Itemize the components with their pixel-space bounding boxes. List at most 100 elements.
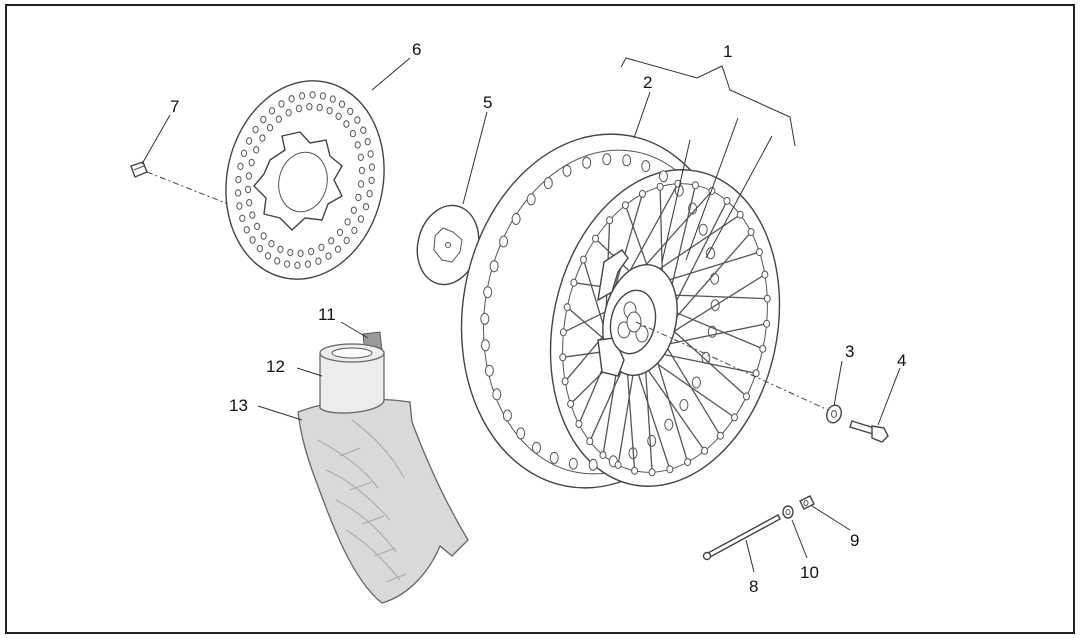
spoke-nipple-mark	[567, 399, 575, 408]
brake-disc	[225, 80, 385, 280]
disc-hole	[256, 245, 263, 253]
disc-hole	[325, 252, 332, 260]
rim-hole	[602, 153, 612, 166]
rim-hole	[516, 427, 526, 440]
spoke-line	[582, 259, 607, 335]
disc-hole	[304, 260, 311, 268]
disc-hole	[235, 189, 242, 197]
leader-lines	[141, 57, 901, 573]
rim-hole	[480, 312, 490, 325]
rim-hole	[511, 213, 521, 225]
spoke-nipple-mark	[631, 466, 639, 475]
callout-11: 11	[318, 305, 336, 324]
disc-hole	[268, 107, 276, 115]
rim-hole	[706, 247, 716, 260]
disc-hole	[368, 163, 375, 171]
disc-hole	[326, 107, 333, 115]
callout-labels: 1 2 3 4 5 6 7 8 9 10 11 12 13	[170, 40, 906, 596]
disc-hole	[277, 245, 284, 254]
disc-hole	[357, 215, 364, 223]
disc-hole	[343, 120, 350, 128]
disc-hole	[366, 190, 373, 198]
spoke-nipple-mark	[592, 234, 599, 243]
disc-hole	[309, 91, 316, 99]
disc-hole	[306, 103, 313, 111]
spoke	[702, 514, 781, 561]
disc-hole	[318, 243, 325, 252]
disc-hole	[274, 257, 281, 265]
disc-hole	[285, 109, 292, 117]
disc-hole	[297, 249, 304, 258]
disc-hole	[319, 92, 326, 100]
disc-hole	[338, 100, 346, 108]
spoke-nipple-mark	[586, 437, 594, 446]
wheel-assembly	[460, 57, 796, 489]
rim-hole	[480, 339, 490, 352]
disc-hole	[240, 149, 248, 158]
spoke-line	[666, 231, 752, 328]
callout-12: 12	[266, 357, 285, 376]
disc-hole	[355, 193, 362, 202]
rim-hole	[679, 399, 689, 411]
disc-hole	[278, 100, 285, 108]
rim-hole	[710, 272, 720, 285]
disc-hole	[354, 116, 361, 124]
spoke-nipple-mark	[723, 196, 731, 205]
bolt	[849, 420, 889, 443]
disc-hole	[260, 232, 267, 240]
spoke-line	[667, 200, 728, 317]
spoke-nipple-mark	[763, 319, 771, 328]
disc-hole	[249, 236, 256, 244]
spoke-nipple-mark	[755, 248, 763, 257]
disc-screw	[130, 161, 148, 178]
disc-hole	[308, 247, 315, 256]
disc-hole	[236, 202, 243, 210]
rim-hole	[659, 170, 668, 183]
spoke-nipple-mark	[747, 228, 755, 236]
spoke-nipple-mark	[614, 461, 622, 469]
disc-hole	[246, 199, 253, 207]
spoke-nipple-mark	[559, 353, 567, 362]
callout-5: 5	[483, 93, 492, 112]
disc-hole	[287, 248, 294, 257]
rim-hole	[622, 154, 632, 167]
disc-hole	[347, 107, 354, 116]
spoke-line	[657, 323, 767, 347]
rim-hole	[549, 451, 559, 464]
disc-hole	[294, 261, 301, 269]
disc-hole	[264, 252, 272, 260]
rim-hole	[664, 418, 674, 431]
disc-hole	[243, 226, 250, 234]
tyre	[297, 398, 469, 604]
disc-hole	[329, 95, 336, 103]
spoke-nipple-mark	[638, 189, 646, 198]
disc-hole	[259, 134, 266, 142]
disc-hole	[354, 141, 361, 149]
spoke-nipple-mark	[656, 182, 664, 191]
disc-hole	[239, 214, 246, 223]
rim-hole	[641, 160, 651, 173]
spoke-nipple-mark	[731, 413, 738, 422]
spoke-nipple-mark	[684, 458, 692, 467]
disc-hole	[368, 176, 375, 185]
rim-hole	[698, 223, 708, 236]
disc-hole	[252, 125, 259, 134]
spoke-nipple-mark	[561, 377, 569, 386]
rim-hole	[582, 156, 592, 169]
spoke-nipple	[799, 495, 815, 510]
rim-hole	[499, 235, 509, 248]
washer	[826, 404, 842, 424]
disc-hole	[275, 115, 282, 123]
rim-hole	[502, 409, 512, 422]
disc-axis-line	[146, 171, 229, 205]
disc-hole	[248, 158, 255, 167]
disc-hole	[350, 206, 357, 214]
spoke-nipple-mark	[606, 216, 614, 225]
disc-hole	[367, 150, 374, 158]
spoke-nipple-mark	[701, 446, 709, 455]
rim-hole	[532, 441, 541, 454]
disc-hole	[295, 104, 302, 113]
disc-hole	[260, 115, 267, 124]
disc-holes	[235, 91, 375, 269]
